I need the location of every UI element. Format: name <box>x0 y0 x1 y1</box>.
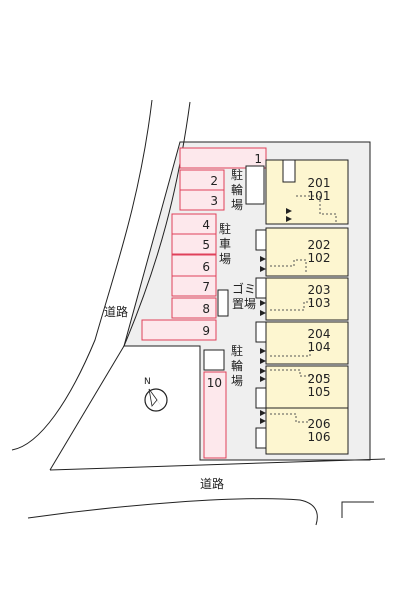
parking-slot-label-9: 9 <box>202 324 210 338</box>
parking-slot-label-6: 6 <box>202 260 210 274</box>
road-edge-bottom-upper <box>49 458 386 471</box>
unit-upper-number: 204 <box>307 327 331 341</box>
unit-upper-number: 202 <box>307 238 331 252</box>
unit-entrance-4 <box>255 321 267 343</box>
parking-slot-label-5: 5 <box>202 238 210 252</box>
car-parking-label: 駐車場 <box>218 222 231 266</box>
parking-slot-3 <box>179 189 225 211</box>
stair-path-1 <box>296 195 337 222</box>
unit-entrance-5 <box>255 387 267 409</box>
parking-slot-8 <box>171 297 217 319</box>
unit-lower-number: 101 <box>307 189 331 203</box>
unit-block-2 <box>265 227 349 277</box>
parking-slot-1 <box>179 147 267 169</box>
stair-path-6 <box>270 413 310 423</box>
building <box>255 159 349 455</box>
stair-path-4 <box>270 350 311 357</box>
unit-lower-number: 105 <box>307 385 331 399</box>
stair-path-3 <box>270 301 312 311</box>
unit-block-4 <box>265 321 349 365</box>
road-label-south: 道路 <box>200 477 225 491</box>
road-edge-left-outer <box>11 99 153 451</box>
parking-slot-label-3: 3 <box>210 194 218 208</box>
parking-slot-label-2: 2 <box>210 174 218 188</box>
unit-upper-number: 201 <box>307 176 331 190</box>
garbage-box <box>217 289 229 317</box>
parking-slot-label-4: 4 <box>202 218 210 232</box>
entrance-markers <box>260 208 292 424</box>
road-label-west: 道路 <box>104 305 129 319</box>
unit-lower-number: 106 <box>307 430 331 444</box>
unit-lower-number: 103 <box>307 296 331 310</box>
parking-slot-label-8: 8 <box>202 302 210 316</box>
parking-slot-label-1: 1 <box>254 152 262 166</box>
parking-slot-label-7: 7 <box>202 280 210 294</box>
garbage-area-label: ゴミ置場 <box>231 282 256 311</box>
road-edge-inner-corner <box>49 345 125 471</box>
unit-upper-number: 203 <box>307 283 331 297</box>
parking-slot-9 <box>141 319 217 341</box>
unit-label-5: 205 105 <box>276 373 362 399</box>
unit-entrance-3 <box>255 277 267 299</box>
north-compass-icon <box>144 388 168 412</box>
parking-slot-7 <box>171 275 217 297</box>
stair-path-5 <box>270 369 330 377</box>
unit-block-3 <box>265 277 349 321</box>
unit-lower-number: 104 <box>307 340 331 354</box>
parking-slot-10 <box>203 371 227 459</box>
stair-path-2 <box>270 259 307 272</box>
road-edge-left-inner <box>123 101 191 347</box>
bicycle-parking-label-north: 駐輪場 <box>230 168 243 212</box>
unit-block-6 <box>265 407 349 455</box>
unit-upper-number: 205 <box>307 372 331 386</box>
unit-block-5 <box>265 365 349 409</box>
bicycle-parking-box-1 <box>245 165 265 205</box>
unit-entrance-1 <box>282 159 296 183</box>
bicycle-parking-box-2 <box>203 349 225 371</box>
parking-slot-label-10: 10 <box>206 376 222 390</box>
unit-label-1: 201 101 <box>276 177 362 203</box>
road-edge-bottom-lower <box>27 498 318 526</box>
bicycle-parking-label-south: 駐輪場 <box>230 344 243 388</box>
unit-lower-number: 102 <box>307 251 331 265</box>
parking-slot-5 <box>171 233 217 255</box>
unit-label-3: 203 103 <box>276 284 362 310</box>
road-edge-bottom-right <box>341 501 374 518</box>
unit-block-1 <box>265 159 349 225</box>
unit-label-2: 202 102 <box>276 239 362 265</box>
unit-entrance-2 <box>255 229 267 251</box>
unit-entrance-6 <box>255 427 267 449</box>
unit-upper-number: 206 <box>307 417 331 431</box>
unit-label-4: 204 104 <box>276 328 362 354</box>
unit-label-6: 206 106 <box>276 418 362 444</box>
compass-north-label: N <box>144 377 151 387</box>
